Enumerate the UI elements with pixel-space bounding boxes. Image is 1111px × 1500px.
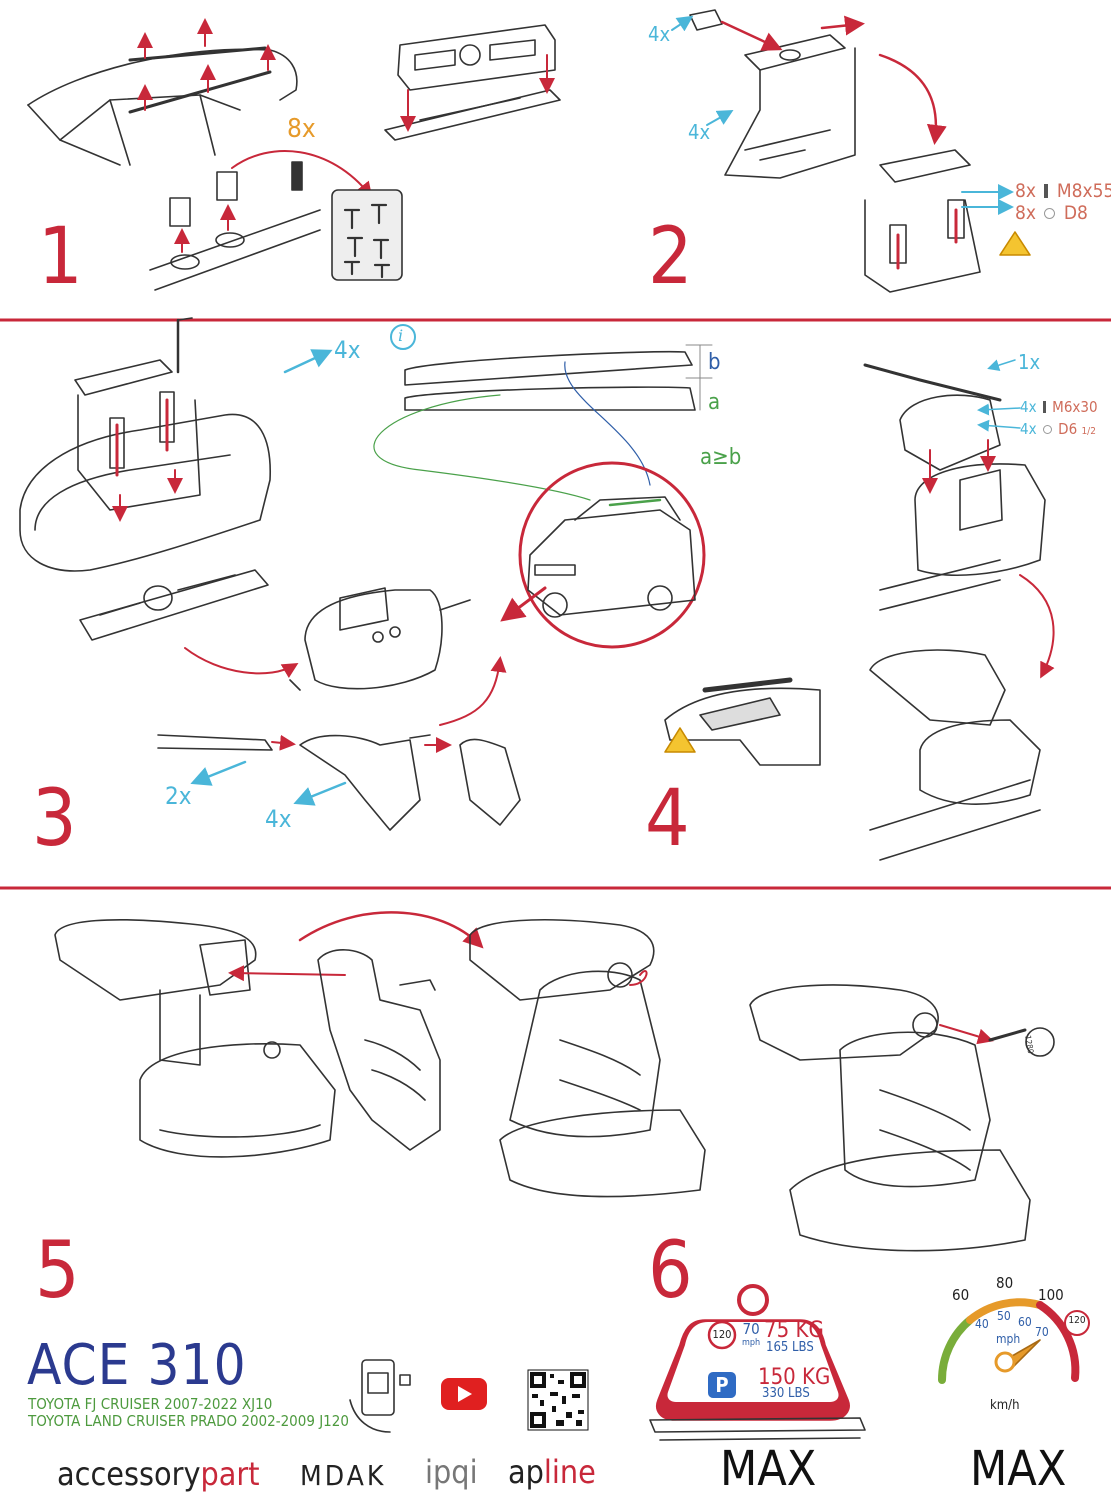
bolt-bag-drawing bbox=[331, 189, 403, 281]
gauge-mph-40: 40 bbox=[975, 1317, 989, 1331]
tag-parked-kg: 150 KG bbox=[758, 1365, 831, 1390]
bolt-spec: M8x55 bbox=[1056, 180, 1111, 202]
turn-qty-label: 1x bbox=[1018, 350, 1041, 374]
step-number-5: 5 bbox=[35, 1226, 80, 1316]
car-roof-drawing bbox=[27, 46, 298, 166]
washer6-qty: 4x bbox=[1020, 420, 1037, 438]
washer-qty: 8x bbox=[1015, 202, 1036, 224]
parking-icon: P bbox=[715, 1373, 729, 1397]
tag-parked-lbs: 330 LBS bbox=[762, 1386, 810, 1401]
warning-icon-2 bbox=[999, 231, 1031, 256]
foot-final-step4-drawing bbox=[869, 649, 1041, 861]
qty-foot2-label: 4x bbox=[265, 805, 292, 833]
step-number-4: 4 bbox=[645, 774, 690, 864]
accessorypart-logo-part1: accessory bbox=[57, 1455, 201, 1493]
step-number-1: 1 bbox=[38, 212, 83, 302]
foot-locked-drawing bbox=[749, 984, 1031, 1252]
bolt-count-label: 8x bbox=[287, 114, 316, 144]
tag-load-kg: 75 KG bbox=[764, 1318, 824, 1343]
product-model: ACE 310 bbox=[27, 1333, 247, 1398]
tag-mph-block: 70 mph bbox=[742, 1322, 760, 1350]
foot-open-drawing bbox=[54, 919, 336, 1158]
gauge-mph-70: 70 bbox=[1035, 1325, 1049, 1339]
washer6-spec-sub: 1/2 bbox=[1081, 426, 1096, 437]
foot-closed-drawing bbox=[469, 919, 706, 1198]
warning-icon-4 bbox=[664, 727, 696, 753]
max-speed-label: MAX bbox=[970, 1441, 1067, 1497]
accessorypart-logo-part2: part bbox=[200, 1455, 260, 1493]
fitment-line-2: TOYOTA LAND CRUISER PRADO 2002-2009 J120 bbox=[28, 1412, 349, 1430]
apline-logo-part1: ap bbox=[508, 1453, 544, 1491]
mdak-logo-text: MDAK bbox=[300, 1459, 387, 1492]
dimension-rule-label: a≥b bbox=[700, 445, 741, 470]
spacer-block-drawing bbox=[384, 24, 561, 141]
washer-spec-line: 8x D8 bbox=[1015, 202, 1088, 224]
key-drawing bbox=[988, 1027, 1055, 1057]
bolt6-spec: M6x30 bbox=[1052, 398, 1098, 416]
apline-logo-part2: line bbox=[543, 1453, 596, 1491]
tag-mph-unit: mph bbox=[742, 1338, 761, 1348]
load-weight-tag bbox=[656, 1284, 850, 1421]
fitment-line-1: TOYOTA FJ CRUISER 2007-2022 XJ10 bbox=[28, 1395, 273, 1413]
info-icon bbox=[390, 324, 416, 350]
car-zoom-circle bbox=[518, 461, 706, 649]
bracket-drawing bbox=[689, 9, 856, 179]
gauge-kmh-unit: km/h bbox=[990, 1398, 1020, 1413]
tag-mph-value: 70 bbox=[742, 1320, 760, 1338]
gauge-mph-50: 50 bbox=[997, 1309, 1011, 1323]
washer-spec: D8 bbox=[1063, 202, 1088, 224]
gauge-kmh-80: 80 bbox=[996, 1274, 1014, 1292]
washer6-icon bbox=[1042, 425, 1052, 434]
qty-bracket-label: 4x bbox=[688, 120, 711, 144]
gauge-limit: 120 bbox=[1068, 1315, 1086, 1326]
bar-end-drawing bbox=[157, 734, 521, 831]
washer-icon bbox=[1044, 208, 1056, 219]
max-load-label: MAX bbox=[720, 1441, 817, 1497]
qty-bar-label: 2x bbox=[165, 782, 192, 810]
step-number-2: 2 bbox=[648, 212, 693, 302]
step-number-3: 3 bbox=[32, 774, 77, 864]
gauge-mph-60: 60 bbox=[1018, 1315, 1032, 1329]
bolt6-icon bbox=[1042, 401, 1046, 413]
suv-drawing bbox=[527, 496, 696, 618]
youtube-icon bbox=[441, 1378, 487, 1410]
ipqi-logo: ipqi bbox=[425, 1453, 478, 1491]
crossbars-drawing bbox=[404, 350, 696, 411]
foot-with-bracket-drawing bbox=[19, 317, 271, 641]
rail-bolts-drawing bbox=[149, 161, 321, 291]
washer6-spec: D6 bbox=[1058, 420, 1078, 438]
dimension-b-label: b bbox=[708, 350, 721, 375]
bolt6-spec-line: 4x M6x30 bbox=[1020, 398, 1098, 416]
bolt-icon bbox=[1044, 184, 1049, 198]
info-glyph: i bbox=[398, 326, 404, 345]
bolt-spec-line: 8x M8x55 bbox=[1015, 180, 1111, 202]
gauge-kmh-100: 100 bbox=[1038, 1286, 1064, 1304]
line-b bbox=[564, 361, 651, 486]
roof-arrows bbox=[137, 18, 276, 111]
assembled-foot-drawing bbox=[289, 587, 471, 691]
dimension-a-label: a bbox=[708, 390, 721, 415]
qty-clip-label: 4x bbox=[648, 22, 671, 46]
bolt-qty: 8x bbox=[1015, 180, 1036, 202]
crossbar-small-drawing bbox=[649, 1417, 866, 1441]
rule-text: a≥b bbox=[700, 445, 742, 470]
qty-foot-label: 4x bbox=[334, 336, 361, 364]
apline-logo: apline bbox=[508, 1456, 596, 1488]
tag-load-lbs: 165 LBS bbox=[766, 1340, 814, 1355]
phone-scan-icon bbox=[349, 1359, 411, 1433]
accessorypart-logo: accessorypart bbox=[57, 1458, 260, 1490]
speedometer-gauge bbox=[937, 1298, 1080, 1384]
tag-speed-limit: 120 bbox=[712, 1328, 732, 1341]
bolt-foot-drawing bbox=[863, 363, 1046, 611]
bolt6-qty: 4x bbox=[1020, 398, 1037, 416]
washer6-spec-line: 4x D6 1/2 bbox=[1020, 420, 1096, 438]
car-rear-drawing bbox=[664, 677, 821, 766]
gauge-kmh-60: 60 bbox=[952, 1286, 970, 1304]
lock-cover-drawing bbox=[317, 949, 441, 1151]
step-number-6: 6 bbox=[648, 1226, 693, 1316]
qr-code-icon bbox=[527, 1369, 589, 1431]
gauge-mph-unit: mph bbox=[996, 1332, 1021, 1346]
bracket-bolted-drawing bbox=[864, 149, 981, 293]
